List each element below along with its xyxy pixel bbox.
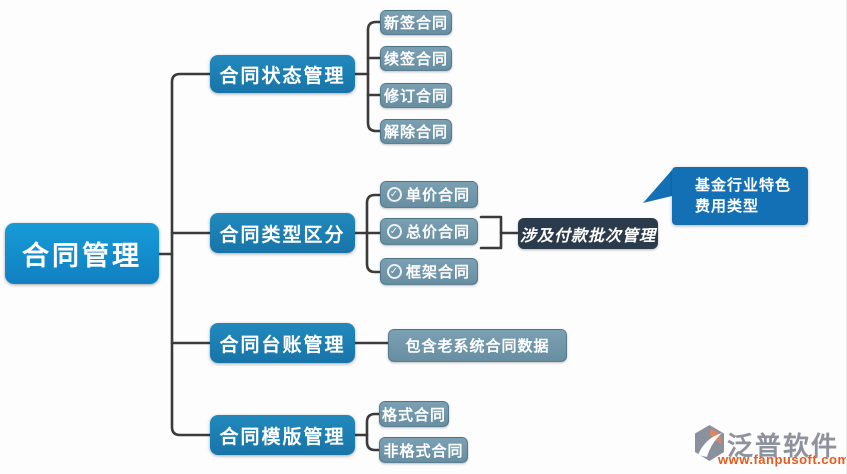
- branch-node-label: 合同模版管理: [219, 426, 346, 448]
- branch-node-contract-type: 合同类型区分: [210, 213, 355, 253]
- brand-url: www.fanpusoft.com: [718, 452, 847, 467]
- callout-line-2: 费用类型: [695, 198, 760, 215]
- branch-node-label: 合同状态管理: [219, 65, 346, 87]
- child-node-non-standard-form-contract: 非格式合同: [379, 437, 468, 463]
- root-node-label: 合同管理: [22, 241, 142, 271]
- callout-line-1: 基金行业特色: [695, 177, 792, 194]
- child-node-unit-price-contract: ✓ 单价合同: [380, 181, 478, 208]
- check-circle-icon: ✓: [387, 264, 402, 279]
- branch-node-label: 合同台账管理: [219, 334, 346, 356]
- callout-fund-industry-fee: 基金行业特色 费用类型: [672, 167, 808, 225]
- brand-name: 泛普软件: [727, 431, 840, 461]
- child-node-framework-contract: ✓ 框架合同: [380, 258, 478, 285]
- child-node-label: 解除合同: [383, 124, 448, 141]
- branch4-child-trunk: [365, 412, 381, 452]
- child-node-revise-contract: 修订合同: [380, 83, 452, 108]
- annotation-label: 涉及付款批次管理: [519, 227, 656, 245]
- child-node-label: 非格式合同: [383, 442, 464, 460]
- check-glyph: ✓: [389, 189, 400, 200]
- child-node-label: 续签合同: [383, 51, 448, 68]
- branch-node-contract-status: 合同状态管理: [210, 55, 355, 93]
- child-node-label: 格式合同: [381, 406, 446, 424]
- child-node-lump-sum-contract: ✓ 总价合同: [380, 218, 478, 245]
- check-circle-icon: ✓: [387, 187, 402, 202]
- annotation-payment-batch: 涉及付款批次管理: [518, 218, 658, 249]
- root-node-contract-management: 合同管理: [5, 223, 159, 284]
- child-node-label: 包含老系统合同数据: [405, 338, 550, 355]
- branch-node-contract-template: 合同模版管理: [210, 415, 355, 455]
- child-node-renew-contract: 续签合同: [380, 46, 452, 71]
- child-node-new-contract: 新签合同: [380, 10, 452, 35]
- fanpu-logo-icon: [695, 425, 724, 461]
- check-glyph: ✓: [389, 226, 400, 237]
- child-node-label: 新签合同: [383, 15, 448, 32]
- child-node-label: 修订合同: [383, 88, 448, 105]
- child-node-legacy-contract-data: 包含老系统合同数据: [388, 329, 567, 362]
- bracket: [479, 215, 503, 250]
- main-trunk: [170, 72, 212, 437]
- callout-tail: [643, 170, 672, 203]
- child-node-label: 单价合同: [406, 187, 471, 204]
- child-node-terminate-contract: 解除合同: [380, 119, 452, 144]
- child-node-label: 框架合同: [406, 264, 471, 281]
- branch1-child-trunk: [366, 20, 382, 133]
- branch-node-contract-ledger: 合同台账管理: [210, 323, 355, 363]
- child-node-label: 总价合同: [406, 224, 471, 241]
- check-glyph: ✓: [389, 266, 400, 277]
- branch-node-label: 合同类型区分: [219, 224, 346, 246]
- child-node-standard-form-contract: 格式合同: [379, 401, 449, 427]
- check-circle-icon: ✓: [387, 224, 402, 239]
